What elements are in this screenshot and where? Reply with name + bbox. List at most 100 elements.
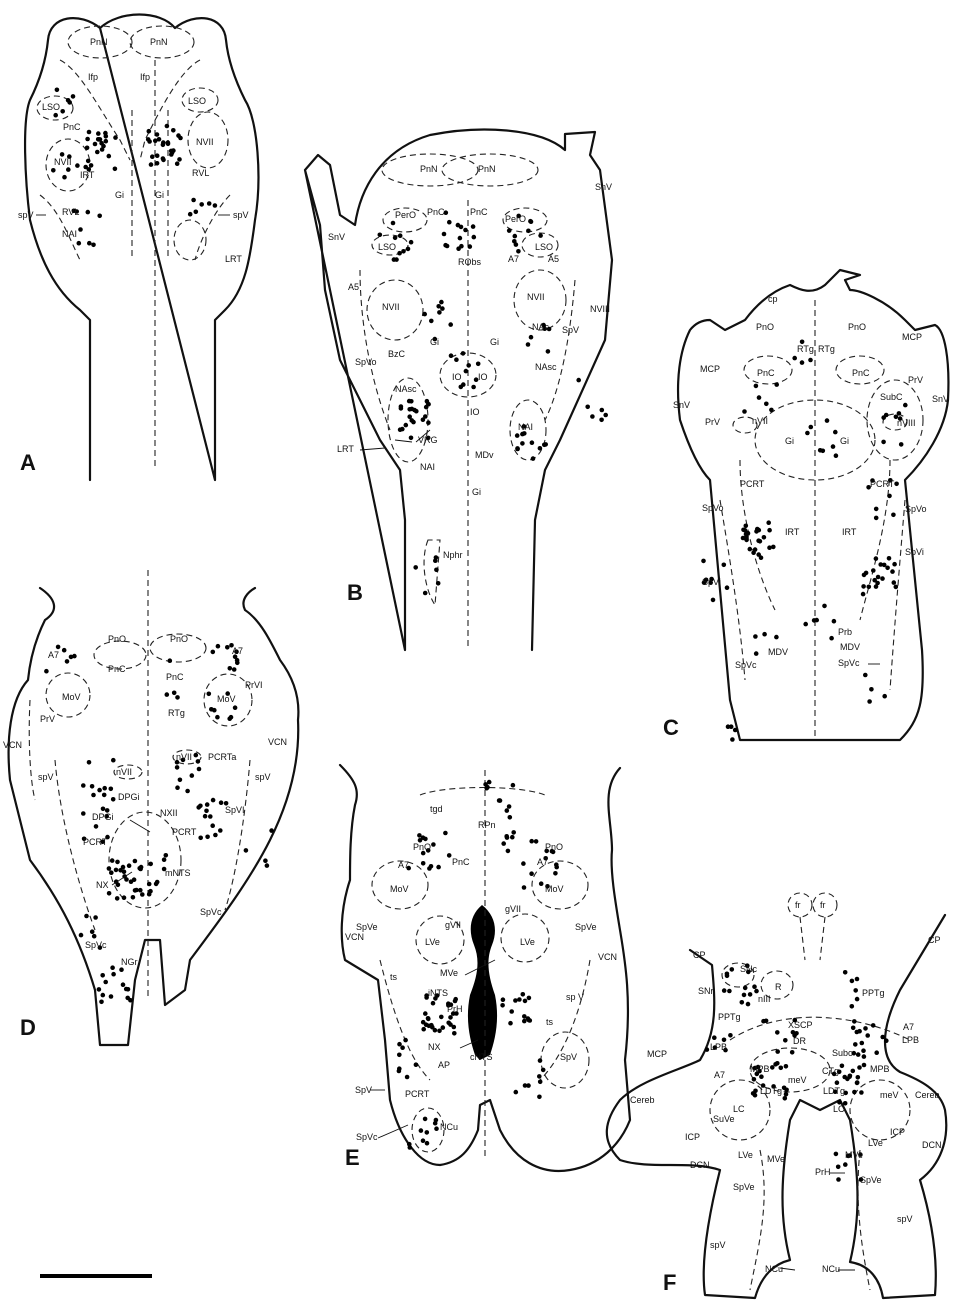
labeled-cell-dot (754, 651, 759, 656)
label: A7 (398, 860, 409, 870)
labeled-cell-dot (228, 666, 233, 671)
labeled-cell-dot (115, 860, 120, 865)
labeled-cell-dot (840, 1064, 845, 1069)
labeled-cell-dot (728, 1033, 733, 1038)
labeled-cell-dot (505, 835, 510, 840)
labeled-cell-dot (442, 232, 447, 237)
labeled-cell-dot (397, 1053, 402, 1058)
label: Ifp (88, 72, 98, 82)
labeled-cell-dot (97, 214, 102, 219)
label: BzC (388, 349, 406, 359)
labeled-cell-dot (431, 842, 436, 847)
labeled-cell-dot (397, 251, 402, 256)
label: Gi (115, 190, 124, 200)
labeled-cell-dot (113, 167, 118, 172)
labeled-cell-dot (539, 881, 544, 886)
labeled-cell-dot (171, 128, 176, 133)
labeled-cell-dot (65, 659, 70, 664)
labeled-cell-dot (155, 161, 160, 166)
labeled-cell-dot (746, 1002, 751, 1007)
label: SpVI (225, 805, 245, 815)
label: SpVe (575, 922, 597, 932)
labeled-cell-dot (890, 569, 895, 574)
label: SpV (562, 325, 579, 335)
labeled-cell-dot (585, 405, 590, 410)
label: IRT (80, 170, 95, 180)
panel-letter: C (663, 715, 679, 740)
labeled-cell-dot (464, 369, 469, 374)
labeled-cell-dot (725, 585, 730, 590)
labeled-cell-dot (191, 198, 196, 203)
labeled-cell-dot (538, 446, 543, 451)
labeled-cell-dot (822, 604, 827, 609)
labeled-cell-dot (775, 1049, 780, 1054)
labeled-cell-dot (425, 1141, 430, 1146)
label: PnO (545, 842, 563, 852)
labeled-cell-dot (165, 692, 170, 697)
labeled-cell-dot (790, 1050, 795, 1055)
labeled-cell-dot (809, 425, 814, 430)
labeled-cell-dot (855, 1080, 860, 1085)
labeled-cell-dot (60, 152, 65, 157)
label: PnO (413, 842, 431, 852)
panel-a (25, 15, 258, 481)
label: LRT (225, 254, 242, 264)
labeled-cell-dot (172, 691, 177, 696)
labeled-cell-dot (199, 202, 204, 207)
labeled-cell-dot (509, 1009, 514, 1014)
labeled-cell-dot (767, 545, 772, 550)
label: DCN (922, 1140, 942, 1150)
label: NVIII (590, 304, 610, 314)
labeled-cell-dot (81, 811, 86, 816)
label: NGr (121, 957, 138, 967)
labeled-cell-dot (856, 1052, 861, 1057)
labeled-cell-dot (505, 808, 510, 813)
labeled-cell-dot (775, 1030, 780, 1035)
labeled-cell-dot (855, 997, 860, 1002)
labeled-cell-dot (164, 853, 169, 858)
labeled-cell-dot (520, 441, 525, 446)
label: sp V (566, 992, 584, 1002)
labeled-cell-dot (66, 167, 71, 172)
labeled-cell-dot (79, 933, 84, 938)
labeled-cell-dot (78, 227, 83, 232)
labeled-cell-dot (513, 998, 518, 1003)
labeled-cell-dot (426, 420, 431, 425)
labeled-cell-dot (867, 585, 872, 590)
labeled-cell-dot (146, 137, 151, 142)
labeled-cell-dot (730, 737, 735, 742)
label: MDV (768, 647, 788, 657)
label: MVe (440, 968, 458, 978)
label: PnN (478, 164, 496, 174)
labeled-cell-dot (194, 210, 199, 215)
label: IO (452, 372, 462, 382)
label: LSO (188, 96, 206, 106)
labeled-cell-dot (197, 767, 202, 772)
label: PrVI (245, 680, 263, 690)
labeled-cell-dot (872, 578, 877, 583)
labeled-cell-dot (541, 1068, 546, 1073)
labeled-cell-dot (843, 970, 848, 975)
labeled-cell-dot (69, 655, 74, 660)
label: spV (233, 210, 249, 220)
labeled-cell-dot (111, 972, 116, 977)
labeled-cell-dot (122, 895, 127, 900)
labeled-cell-dot (177, 157, 182, 162)
panel-a-outline (25, 15, 258, 481)
labeled-cell-dot (111, 758, 116, 763)
label: VRG (418, 435, 438, 445)
labeled-cell-dot (109, 994, 114, 999)
labeled-cell-dot (543, 442, 548, 447)
labeled-cell-dot (140, 892, 145, 897)
labeled-cell-dot (216, 644, 221, 649)
labeled-cell-dot (498, 798, 503, 803)
labeled-cell-dot (165, 124, 170, 129)
labeled-cell-dot (425, 399, 430, 404)
labeled-cell-dot (421, 835, 426, 840)
labeled-cell-dot (759, 1074, 764, 1079)
labeled-cell-dot (874, 507, 879, 512)
labeled-cell-dot (529, 839, 534, 844)
label: PnN (90, 37, 108, 47)
labeled-cell-dot (722, 563, 727, 568)
labeled-cell-dot (409, 399, 414, 404)
